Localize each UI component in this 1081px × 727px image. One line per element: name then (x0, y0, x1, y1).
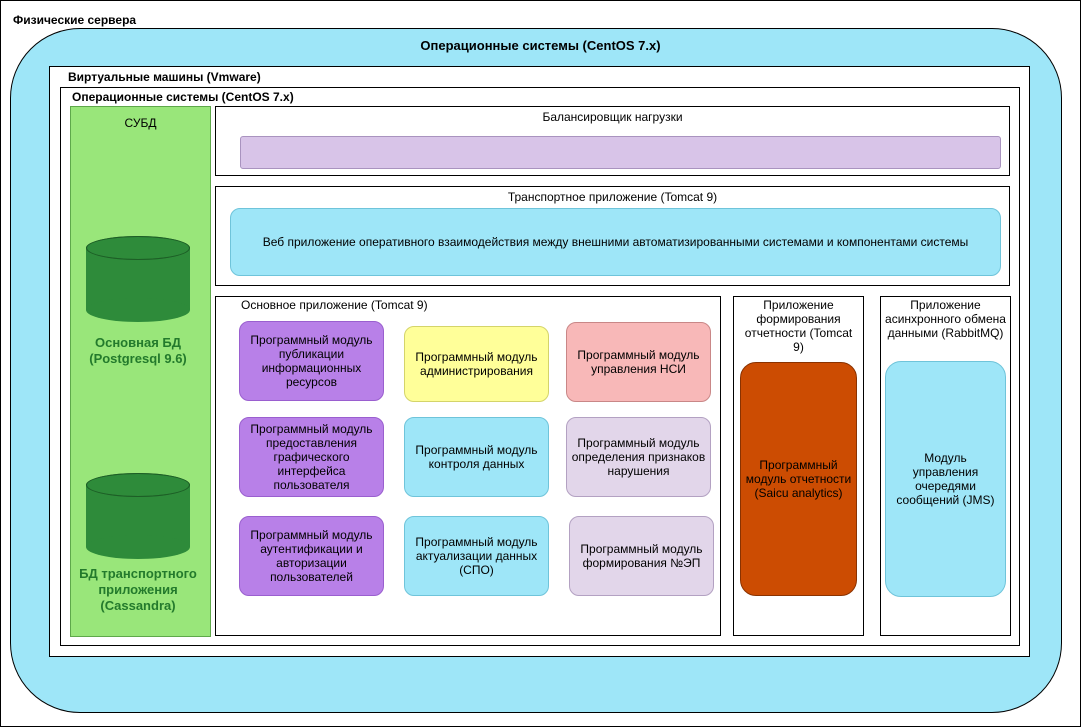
reporting-app-title: Приложение формирования отчетности (Tomc… (744, 298, 853, 354)
module-administration: Программный модуль администрирования (404, 326, 549, 402)
reporting-module: Программный модуль отчетности (Saicu ana… (740, 362, 857, 596)
os-inner-label: Операционные системы (CentOS 7.x) (72, 90, 294, 104)
transport-app-title: Транспортное приложение (Tomcat 9) (507, 190, 718, 204)
module-violations: Программный модуль определения признаков… (566, 417, 711, 497)
async-app-title: Приложение асинхронного обмена данными (… (885, 298, 1006, 340)
transport-db-label: БД транспортного приложения (Cassandra) (79, 566, 197, 613)
main-db-cylinder (86, 236, 190, 324)
module-ep: Программный модуль формирования №ЭП (569, 516, 714, 596)
dbms-title: СУБД (124, 116, 157, 130)
os-outer-label: Операционные системы (CentOS 7.x) (420, 38, 661, 53)
transport-web-app: Веб приложение оперативного взаимодейств… (230, 208, 1001, 276)
physical-servers-label: Физические сервера (13, 13, 137, 27)
module-publication: Программный модуль публикации информацио… (239, 321, 384, 401)
module-nsi: Программный модуль управления НСИ (566, 322, 711, 402)
load-balancer-bar (240, 136, 1001, 169)
load-balancer-title: Балансировщик нагрузки (542, 110, 683, 124)
transport-db-cylinder (86, 473, 190, 561)
module-gui: Программный модуль предоставления графич… (239, 417, 384, 497)
main-app-title: Основное приложение (Tomcat 9) (241, 298, 428, 312)
main-db-label: Основная БД (Postgresql 9.6) (89, 335, 187, 366)
module-data-update: Программный модуль актуализации данных (… (404, 516, 549, 596)
async-module: Модуль управления очередями сообщений (J… (885, 361, 1006, 597)
module-auth: Программный модуль аутентификации и авто… (239, 516, 384, 596)
vm-label: Виртуальные машины (Vmware) (68, 70, 261, 84)
module-data-control: Программный модуль контроля данных (404, 417, 549, 497)
